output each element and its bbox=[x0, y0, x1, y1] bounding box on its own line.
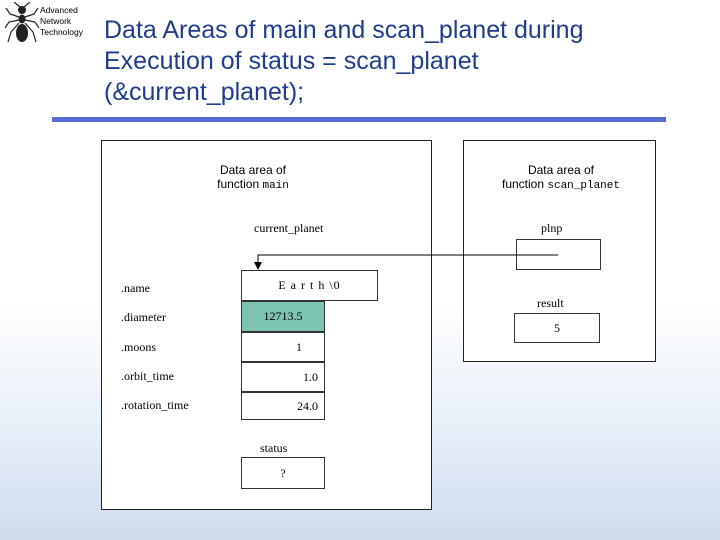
logo-line-1: Advanced bbox=[40, 5, 78, 15]
field-value-orbit-time: 1.0 bbox=[241, 362, 325, 392]
scan-header-func: scan_planet bbox=[547, 180, 620, 192]
moons-value-text: 1 bbox=[296, 339, 302, 354]
field-label-moons: .moons bbox=[121, 340, 157, 354]
field-value-moons: 1 bbox=[241, 332, 325, 362]
plnp-pointer-box bbox=[516, 239, 601, 270]
scan-panel-header: Data area of function scan_planet bbox=[486, 163, 636, 193]
title-line-2: Execution of status = scan_planet bbox=[104, 47, 479, 75]
field-label-diameter: .diameter bbox=[121, 310, 166, 324]
scan-header-line1: Data area of bbox=[527, 163, 595, 177]
field-value-diameter: 12713.5 bbox=[241, 301, 325, 332]
result-label: result bbox=[537, 296, 564, 310]
field-value-rotation-time: 24.0 bbox=[241, 392, 325, 420]
current-planet-label: current_planet bbox=[254, 221, 324, 235]
scan-header-prefix: function bbox=[502, 177, 545, 191]
logo: Advanced Network Technology bbox=[4, 1, 92, 46]
field-label-rotation-time: .rotation_time bbox=[121, 398, 189, 412]
slide-title: Data Areas of main and scan_planet durin… bbox=[104, 15, 704, 108]
title-underline bbox=[52, 117, 666, 122]
main-header-line1: Data area of bbox=[219, 163, 287, 177]
status-label: status bbox=[260, 441, 288, 455]
field-value-name: E a r t h \0 bbox=[241, 270, 378, 301]
field-label-orbit-time: .orbit_time bbox=[121, 369, 174, 383]
title-line-3: (&current_planet); bbox=[104, 78, 305, 106]
plnp-label: plnp bbox=[541, 221, 563, 235]
main-panel-header: Data area of function main bbox=[190, 163, 316, 193]
main-header-func: main bbox=[262, 180, 289, 192]
main-header-prefix: function bbox=[217, 177, 260, 191]
ant-logo-icon bbox=[4, 1, 40, 43]
result-value-box: 5 bbox=[514, 313, 600, 343]
logo-text: Advanced Network Technology bbox=[40, 5, 83, 38]
status-value-box: ? bbox=[241, 457, 325, 489]
field-label-name: .name bbox=[121, 281, 150, 295]
title-line-1: Data Areas of main and scan_planet durin… bbox=[104, 16, 584, 44]
scan-header-line2: function scan_planet bbox=[486, 177, 636, 193]
main-header-line2: function main bbox=[190, 177, 316, 193]
logo-line-3: Technology bbox=[40, 27, 84, 37]
logo-line-2: Network bbox=[40, 16, 72, 26]
